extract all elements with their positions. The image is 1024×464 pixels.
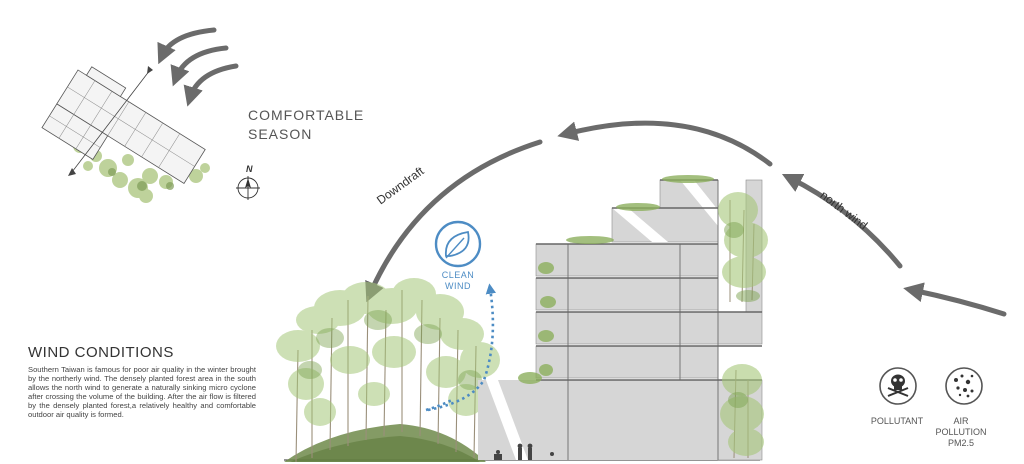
- clean-wind-label: CLEAN WIND: [428, 270, 488, 292]
- skull-crossbones-icon: [879, 367, 917, 405]
- dust-particles-icon: [945, 367, 983, 405]
- leaf-icon: [434, 220, 482, 268]
- season-label: COMFORTABLE SEASON: [248, 106, 388, 144]
- downdraft-arrow: [365, 139, 543, 303]
- site-plan: [41, 66, 210, 203]
- top-arc-arrow: [557, 120, 773, 167]
- site-wind-arrow-3: [183, 63, 239, 107]
- clean-wind-arrow: [427, 283, 497, 412]
- site-wind-arrows: [157, 27, 239, 107]
- air-pollution-line3: PM2.5: [947, 438, 974, 448]
- north-wind-arrow: [903, 282, 1007, 317]
- air-pollution-line1: AIR: [953, 416, 969, 426]
- clean-wind-line2: WIND: [445, 281, 471, 291]
- landscape: [276, 278, 760, 463]
- compass-north-letter: N: [246, 164, 253, 174]
- wind-conditions-title: WIND CONDITIONS: [28, 344, 174, 361]
- season-label-line2: SEASON: [248, 126, 313, 142]
- building-section: [478, 175, 763, 461]
- site-wind-arrow-2: [170, 45, 229, 87]
- clean-wind-line1: CLEAN: [441, 270, 475, 280]
- air-pollution-label: AIR POLLUTION PM2.5: [926, 416, 996, 449]
- site-plan-building: [41, 66, 206, 184]
- wind-conditions-body: Southern Taiwan is famous for poor air q…: [28, 365, 256, 420]
- air-pollution-line2: POLLUTION: [935, 427, 987, 437]
- circulation-arrows: [365, 120, 1007, 317]
- compass-icon: [236, 176, 260, 200]
- north-wind-curve-arrow: [781, 173, 903, 269]
- season-label-line1: COMFORTABLE: [248, 107, 365, 123]
- site-wind-arrow-1: [157, 27, 217, 65]
- section-cut-line: [71, 69, 151, 173]
- terrace-trees: [718, 192, 768, 459]
- forest-canopy: [276, 278, 500, 426]
- people-silhouettes: [494, 443, 554, 460]
- pollutant-label: POLLUTANT: [870, 416, 924, 426]
